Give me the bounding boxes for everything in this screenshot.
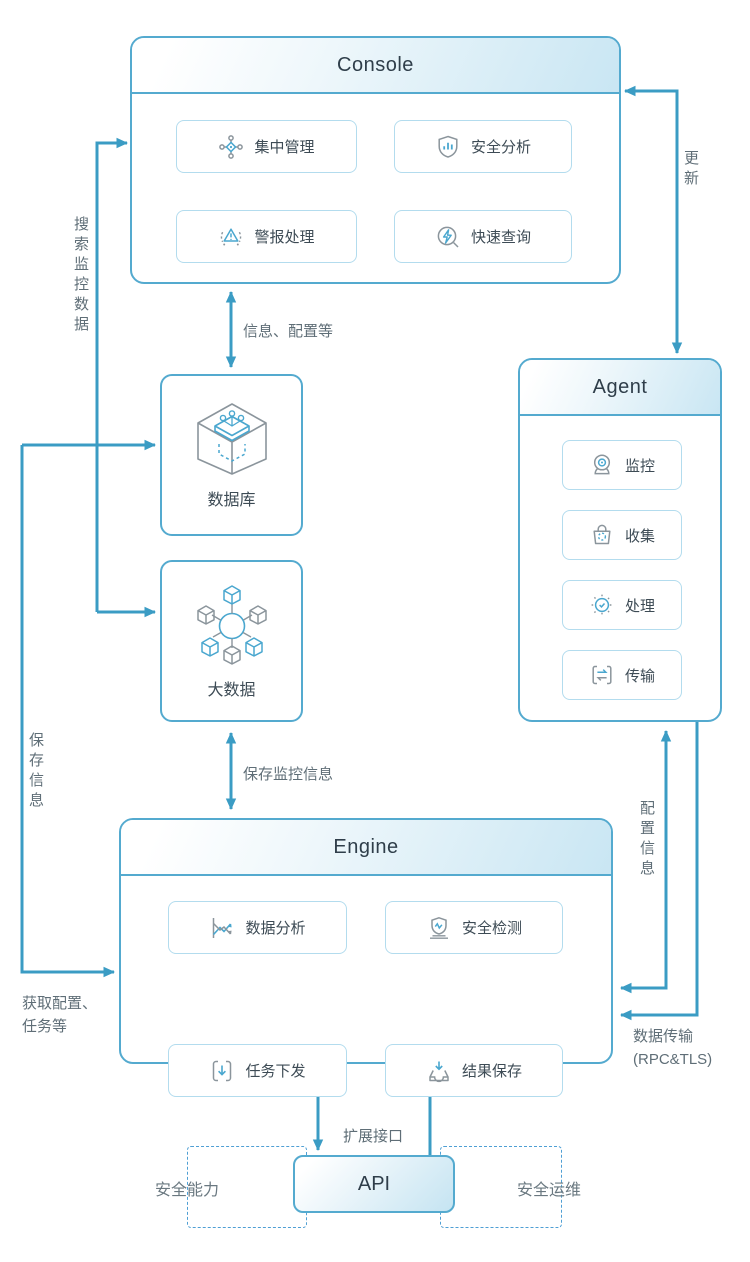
bag-icon (589, 522, 615, 548)
edge-label-search-monitor-data: 搜索监控数据 (72, 216, 89, 336)
edge-label-get-config: 获取配置、 任务等 (22, 995, 98, 1036)
arrow-search-to-console (95, 137, 128, 612)
webcam-icon (589, 452, 615, 478)
console-item-quick-query: 快速查询 (394, 210, 572, 263)
engine-item-security-detection: 安全检测 (385, 901, 563, 954)
edge-label-data-transfer: 数据传输 (RPC&TLS) (633, 1028, 713, 1069)
arrow-data-transfer (620, 722, 699, 1021)
agent-panel: Agent 监控 (518, 358, 722, 722)
edge-label-extension-api: 扩展接口 (343, 1128, 404, 1145)
engine-panel: Engine 数据分析 (119, 818, 613, 1097)
isometric-cube-icon (189, 400, 275, 478)
console-panel: Console 集中管理 (130, 36, 621, 284)
bigdata-node: 大数据 (160, 560, 303, 722)
arrow-update-console-agent (624, 85, 683, 354)
api-label: API (357, 1172, 391, 1195)
edge-label-config-info: 配置信息 (638, 800, 655, 880)
database-node: 数据库 (160, 374, 303, 536)
chart-lines-icon (209, 915, 235, 941)
api-box: API (293, 1155, 455, 1213)
console-item-centralized-management: 集中管理 (176, 120, 357, 173)
processor-icon (589, 592, 615, 618)
agent-item-transmission: 传输 (562, 650, 682, 700)
arrow-to-engine-left (20, 445, 115, 978)
edge-label-save-info: 保存信息 (27, 732, 44, 812)
arrow-config-agent-engine (620, 730, 672, 994)
agent-item-monitoring: 监控 (562, 440, 682, 490)
agent-item-processing: 处理 (562, 580, 682, 630)
transfer-icon (589, 662, 615, 688)
distributed-cubes-icon (186, 582, 278, 668)
hub-icon (218, 134, 244, 160)
edge-label-info-config: 信息、配置等 (243, 323, 334, 340)
engine-item-result-save: 结果保存 (385, 1044, 563, 1097)
security-capability-label: 安全能力 (155, 1182, 220, 1199)
security-operations-label: 安全运维 (517, 1182, 582, 1199)
security-capability-box (187, 1146, 307, 1228)
edge-label-update: 更新 (682, 150, 699, 190)
edge-label-save-monitor-info: 保存监控信息 (243, 766, 334, 783)
database-label: 数据库 (207, 492, 256, 509)
console-title: Console (132, 38, 619, 94)
alert-icon (218, 224, 244, 250)
console-item-security-analysis: 安全分析 (394, 120, 572, 173)
engine-title: Engine (121, 820, 611, 876)
console-item-alert-handling: 警报处理 (176, 210, 357, 263)
shield-wave-icon (426, 915, 452, 941)
lightning-search-icon (435, 224, 461, 250)
engine-item-data-analysis: 数据分析 (168, 901, 347, 954)
agent-item-collection: 收集 (562, 510, 682, 560)
engine-item-task-dispatch: 任务下发 (168, 1044, 347, 1097)
bigdata-label: 大数据 (207, 682, 256, 699)
agent-title: Agent (520, 360, 720, 416)
download-box-icon (209, 1058, 235, 1084)
inbox-save-icon (426, 1058, 452, 1084)
security-operations-box (440, 1146, 562, 1228)
shield-chart-icon (435, 134, 461, 160)
